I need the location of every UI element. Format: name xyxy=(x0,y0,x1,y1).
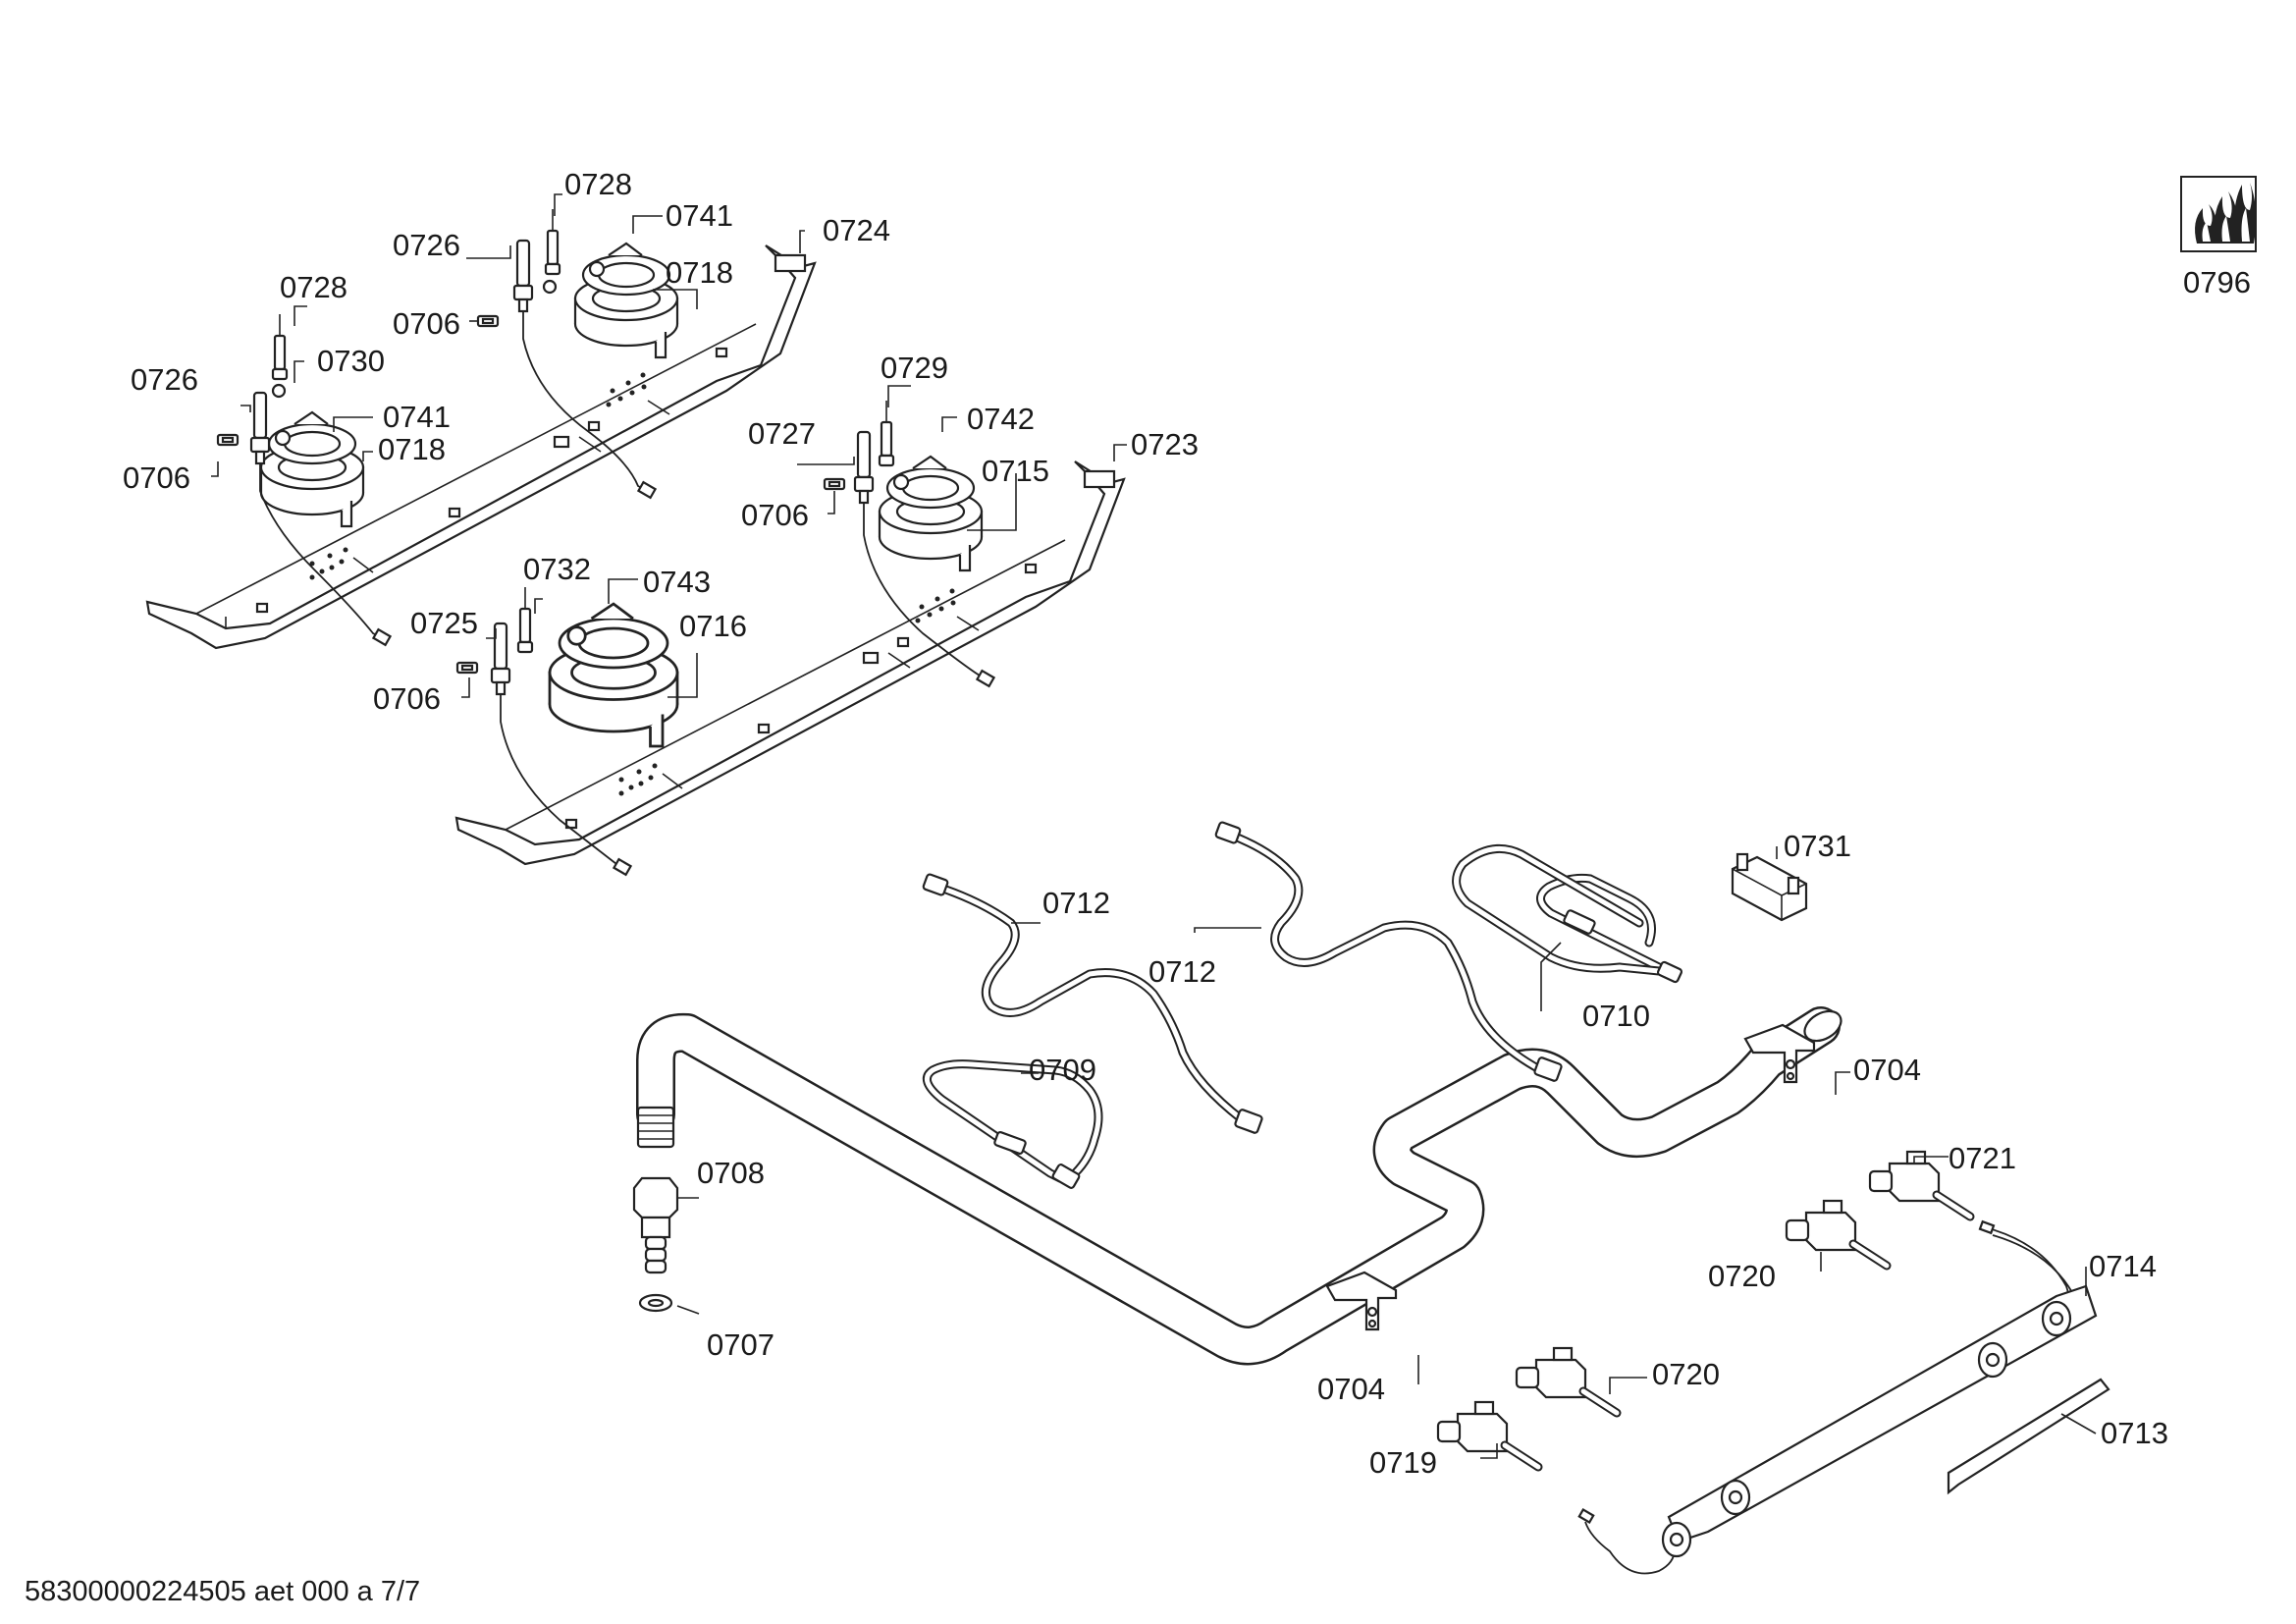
gas-pipe-0712-right xyxy=(1214,821,1563,1082)
ignition-harness-0714 xyxy=(1577,1219,2098,1575)
callout-0706: 0706 xyxy=(373,681,441,716)
callout-labels: 0728 0741 0724 0726 0718 0706 0728 0730 … xyxy=(123,167,2251,1480)
callout-0704: 0704 xyxy=(1317,1372,1385,1406)
ignition-module-0731 xyxy=(1731,852,1808,922)
electrode-0729 xyxy=(878,399,895,467)
callout-0715: 0715 xyxy=(982,454,1049,488)
strip-0713 xyxy=(1947,1378,2110,1495)
document-code: 58300000224505 aet 000 a 7/7 xyxy=(25,1576,420,1607)
gas-pipe-0710 xyxy=(1452,843,1683,984)
burner-0715 xyxy=(878,455,984,572)
callout-0718: 0718 xyxy=(378,432,446,466)
wire-0725 xyxy=(500,694,624,870)
callout-0741: 0741 xyxy=(666,198,733,233)
callout-0720: 0720 xyxy=(1708,1259,1776,1293)
callout-0726: 0726 xyxy=(131,362,198,397)
callout-0726: 0726 xyxy=(393,228,460,262)
thermocouple-0727 xyxy=(853,430,875,505)
burner-0718-rear xyxy=(573,242,679,359)
electrode-0728-rear xyxy=(544,207,561,276)
burner-0716 xyxy=(548,602,679,748)
callout-0709: 0709 xyxy=(1029,1053,1096,1087)
callout-0731: 0731 xyxy=(1784,829,1851,863)
clip-0706-rear xyxy=(476,314,500,328)
callout-0713: 0713 xyxy=(2101,1416,2168,1450)
callout-0732: 0732 xyxy=(523,552,591,586)
burner-rail-0723 xyxy=(454,460,1126,866)
callout-0716: 0716 xyxy=(679,609,747,643)
callout-0708: 0708 xyxy=(697,1156,765,1190)
callout-0742: 0742 xyxy=(967,402,1035,436)
callout-0743: 0743 xyxy=(643,565,711,599)
gas-pipe-0709 xyxy=(922,1059,1103,1189)
callout-0796: 0796 xyxy=(2183,265,2251,299)
gas-valve-0720-lower xyxy=(1517,1348,1617,1413)
nut-0730 xyxy=(271,383,287,399)
hose-connector-0708 xyxy=(632,1176,679,1274)
wire-0726-rear xyxy=(522,311,649,492)
clip-0706-lower xyxy=(455,661,479,675)
burner-rail-0724 xyxy=(145,244,817,650)
thermocouple-0726-front xyxy=(249,391,271,465)
callout-0719: 0719 xyxy=(1369,1445,1437,1480)
gas-manifold-tube xyxy=(636,1006,1842,1366)
burner-0718-front xyxy=(259,410,365,528)
callout-0730: 0730 xyxy=(317,344,385,378)
callout-0728: 0728 xyxy=(280,270,347,304)
callout-0729: 0729 xyxy=(881,351,948,385)
clip-0706-middle xyxy=(823,477,846,491)
wire-0727 xyxy=(863,503,988,681)
callout-0712: 0712 xyxy=(1042,886,1110,920)
washer-0707 xyxy=(638,1293,673,1313)
callout-0712: 0712 xyxy=(1148,954,1216,989)
callout-0721: 0721 xyxy=(1949,1141,2016,1175)
callout-0710: 0710 xyxy=(1582,999,1650,1033)
nut-rear xyxy=(542,279,558,295)
electrode-0728-front xyxy=(271,312,289,381)
wire-0726-front xyxy=(259,463,384,639)
thermocouple-0725 xyxy=(490,622,511,696)
gas-flame-icon xyxy=(2180,176,2257,252)
callout-0706: 0706 xyxy=(393,306,460,341)
gas-valve-0719 xyxy=(1438,1402,1538,1467)
callout-0728: 0728 xyxy=(564,167,632,201)
callout-0720: 0720 xyxy=(1652,1357,1720,1391)
callout-0724: 0724 xyxy=(823,213,890,247)
callout-0706: 0706 xyxy=(123,460,190,495)
electrode-0732 xyxy=(516,585,534,654)
callout-0727: 0727 xyxy=(748,416,816,451)
thermocouple-0726-rear xyxy=(512,239,534,313)
gas-valve-0720-upper xyxy=(1787,1201,1887,1266)
callout-0704: 0704 xyxy=(1853,1053,1921,1087)
callout-0723: 0723 xyxy=(1131,427,1199,461)
clip-0706-front xyxy=(216,433,240,447)
callout-0725: 0725 xyxy=(410,606,478,640)
callout-0707: 0707 xyxy=(707,1327,774,1362)
callout-0741: 0741 xyxy=(383,400,451,434)
leader-lines xyxy=(211,193,2097,1459)
callout-0718: 0718 xyxy=(666,255,733,290)
callout-0714: 0714 xyxy=(2089,1249,2157,1283)
callout-0706: 0706 xyxy=(741,498,809,532)
